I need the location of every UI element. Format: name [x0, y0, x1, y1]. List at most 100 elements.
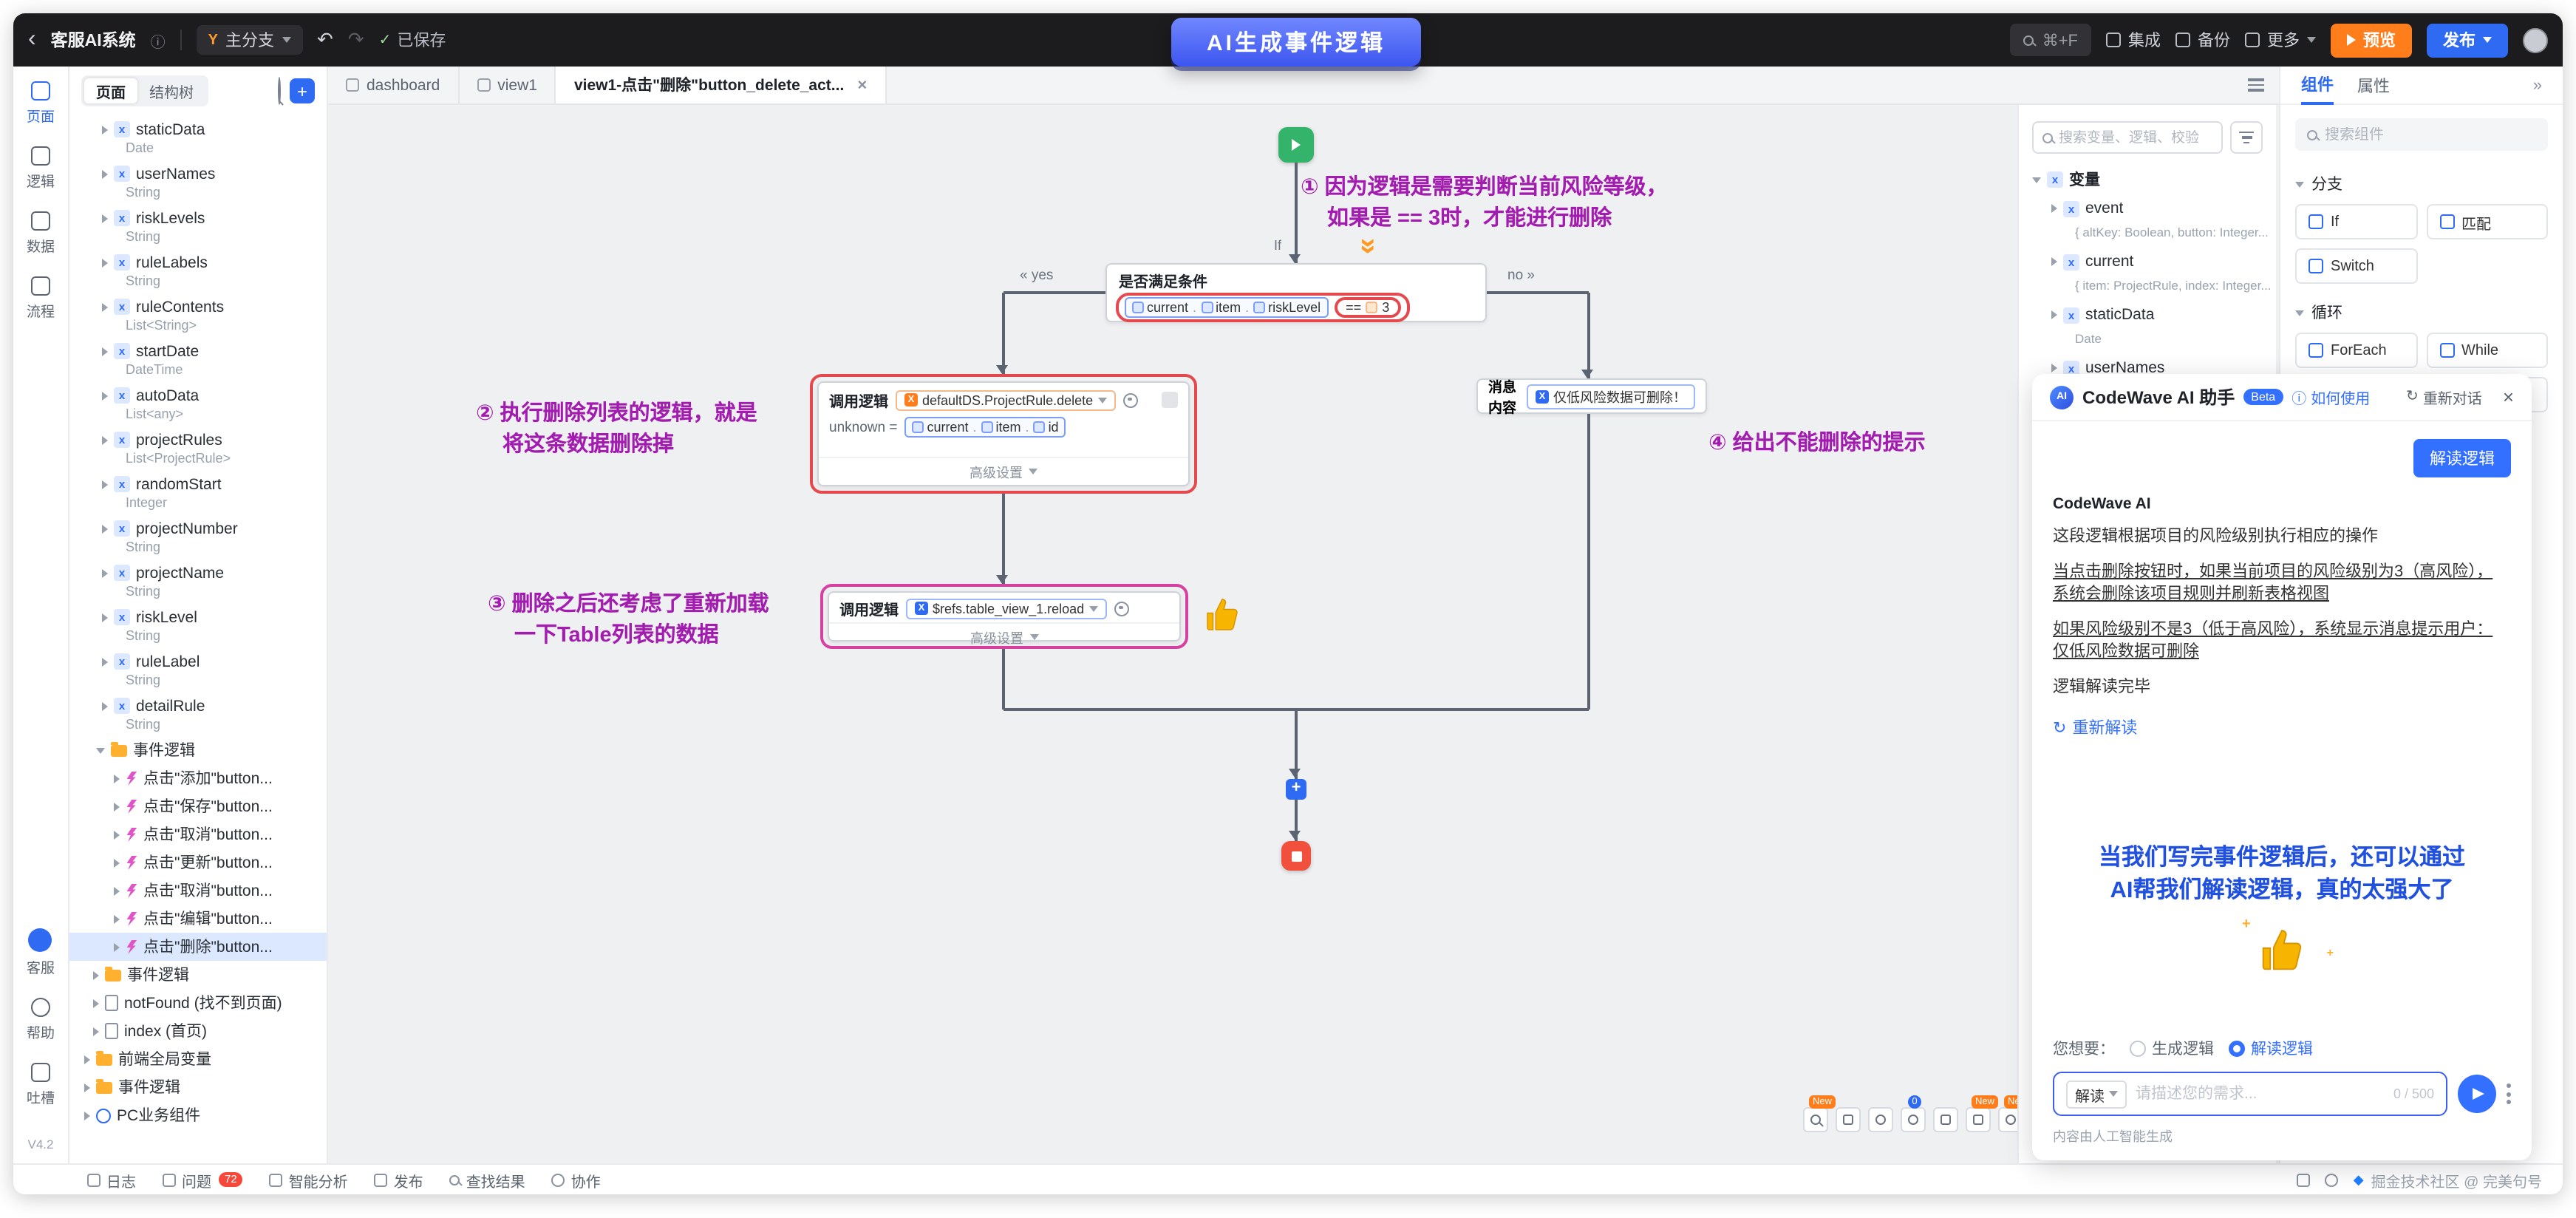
tree-page-index[interactable]: index (首页) [69, 1017, 327, 1045]
rail-item-feedback[interactable]: 吐槽 [27, 1063, 55, 1107]
section-loop[interactable]: 循环 [2280, 293, 2563, 330]
option-interpret-logic[interactable]: 解读逻辑 [2229, 1038, 2313, 1060]
tree-folder-eventlogic[interactable]: 事件逻辑 [69, 1073, 327, 1101]
preview-button[interactable]: 预览 [2331, 23, 2412, 57]
tree-folder-events[interactable]: 事件逻辑 [69, 736, 327, 764]
clock-icon[interactable] [2325, 1173, 2339, 1186]
radio-icon[interactable] [2229, 1041, 2245, 1057]
locate-icon[interactable] [1122, 392, 1138, 407]
tree-folder-globals[interactable]: 前端全局变量 [69, 1045, 327, 1073]
logic-target-select[interactable]: X $refs.table_view_1.reload [906, 598, 1107, 619]
close-icon[interactable]: × [2502, 386, 2514, 408]
comment-button[interactable] [1868, 1107, 1893, 1132]
emoji-button[interactable]: 0 [1901, 1095, 1926, 1132]
advanced-settings[interactable]: 高级设置 [829, 622, 1179, 650]
section-branch[interactable]: 分支 [2280, 164, 2563, 201]
tab-pages[interactable]: 页面 [84, 78, 137, 103]
mode-select[interactable]: 解读 [2066, 1080, 2127, 1108]
variables-search[interactable] [2032, 121, 2223, 154]
publish-log-button[interactable]: 发布 [374, 1168, 423, 1191]
branch-selector[interactable]: Y 主分支 [196, 25, 302, 55]
smart-analysis-button[interactable]: 智能分析 [269, 1168, 348, 1191]
panel-icon[interactable] [2297, 1173, 2311, 1186]
tree-handler-row-selected[interactable]: 点击"删除"button... [69, 933, 327, 961]
variable-item-staticdata[interactable]: staticData Date [2019, 302, 2276, 355]
history-button[interactable]: New [1998, 1095, 2017, 1132]
component-foreach[interactable]: ForEach [2295, 333, 2417, 368]
tree-folder-events2[interactable]: 事件逻辑 [69, 961, 327, 989]
logic-target-select[interactable]: X defaultDS.ProjectRule.delete [896, 389, 1116, 410]
variable-item-current[interactable]: current { item: ProjectRule, index: Inte… [2019, 248, 2276, 302]
components-search-input[interactable] [2325, 126, 2536, 143]
avatar[interactable] [2523, 27, 2548, 52]
components-search[interactable] [2295, 118, 2548, 151]
flow-message-node[interactable]: 消息内容 X 仅低风险数据可删除！ [1476, 378, 1707, 417]
undo-button[interactable]: ↶ [317, 28, 333, 50]
tab-view1-delete-logic[interactable]: view1-点击"删除"button_delete_act...× [556, 67, 887, 103]
tab-list-icon[interactable] [2248, 78, 2264, 92]
rail-item-support[interactable]: 客服 [27, 928, 55, 977]
tab-components[interactable]: 组件 [2301, 67, 2334, 104]
more-button[interactable]: 更多 [2245, 28, 2316, 52]
search-results-button[interactable]: 查找结果 [449, 1168, 525, 1191]
flow-condition-node[interactable]: 是否满足条件 current . item . riskLevel == 3 [1105, 263, 1487, 322]
tree-handler-row[interactable]: 点击"添加"button... [69, 764, 327, 792]
publish-button[interactable]: 发布 [2427, 23, 2508, 57]
zoom-tool-button[interactable]: New [1803, 1095, 1836, 1132]
interpret-logic-chip[interactable]: 解读逻辑 [2413, 439, 2511, 477]
send-button[interactable] [2458, 1075, 2496, 1113]
locate-icon[interactable] [1114, 601, 1129, 616]
collaborators-button[interactable]: New [1966, 1095, 1999, 1132]
tab-view1[interactable]: view1 [459, 67, 556, 103]
info-icon[interactable]: ⓘ [150, 35, 166, 51]
tree-handler-row[interactable]: 点击"更新"button... [69, 848, 327, 877]
reinterpret-link[interactable]: ↻重新解读 [2053, 719, 2138, 738]
component-switch[interactable]: Switch [2295, 248, 2417, 284]
redo-button[interactable]: ↷ [347, 28, 364, 50]
ai-prompt-box[interactable]: 解读 0 / 500 [2053, 1072, 2447, 1116]
condition-expression[interactable]: current . item . riskLevel == 3 [1116, 293, 1411, 322]
collapse-icon[interactable]: » [2532, 76, 2542, 94]
global-search[interactable]: ⌘+F [2009, 24, 2091, 56]
rail-item-help[interactable]: 帮助 [27, 998, 55, 1042]
variables-search-input[interactable] [2059, 129, 2212, 146]
param-expression[interactable]: current . item . id [904, 417, 1066, 438]
condition-operator-value[interactable]: == 3 [1334, 297, 1402, 318]
node-handle[interactable] [1162, 392, 1178, 408]
variables-root[interactable]: 变量 [2019, 164, 2276, 195]
component-if[interactable]: If [2295, 204, 2417, 239]
logs-button[interactable]: 日志 [87, 1168, 136, 1191]
tab-structure[interactable]: 结构树 [149, 86, 194, 102]
flow-call-logic-delete-node[interactable]: 调用逻辑 X defaultDS.ProjectRule.delete unkn… [817, 381, 1190, 486]
message-content[interactable]: X 仅低风险数据可删除！ [1526, 384, 1695, 409]
tab-properties[interactable]: 属性 [2357, 78, 2390, 95]
rail-item-flow[interactable]: 流程 [27, 276, 55, 321]
add-page-button[interactable]: + [290, 78, 315, 103]
tree-handler-row[interactable]: 点击"编辑"button... [69, 905, 327, 933]
restart-chat-button[interactable]: ↻重新对话 [2406, 389, 2482, 408]
rail-item-data[interactable]: 数据 [27, 211, 55, 256]
tree-handler-row[interactable]: 点击"取消"button... [69, 820, 327, 848]
component-while[interactable]: While [2426, 333, 2548, 368]
minimap-button[interactable] [1836, 1107, 1861, 1132]
back-icon[interactable]: ‹ [28, 27, 36, 52]
expression-tokens[interactable]: current . item . riskLevel [1125, 297, 1329, 318]
collaboration-button[interactable]: 协作 [551, 1168, 601, 1191]
backup-button[interactable]: 备份 [2175, 28, 2230, 52]
tree-item-pc-components[interactable]: PC业务组件 [69, 1101, 327, 1129]
